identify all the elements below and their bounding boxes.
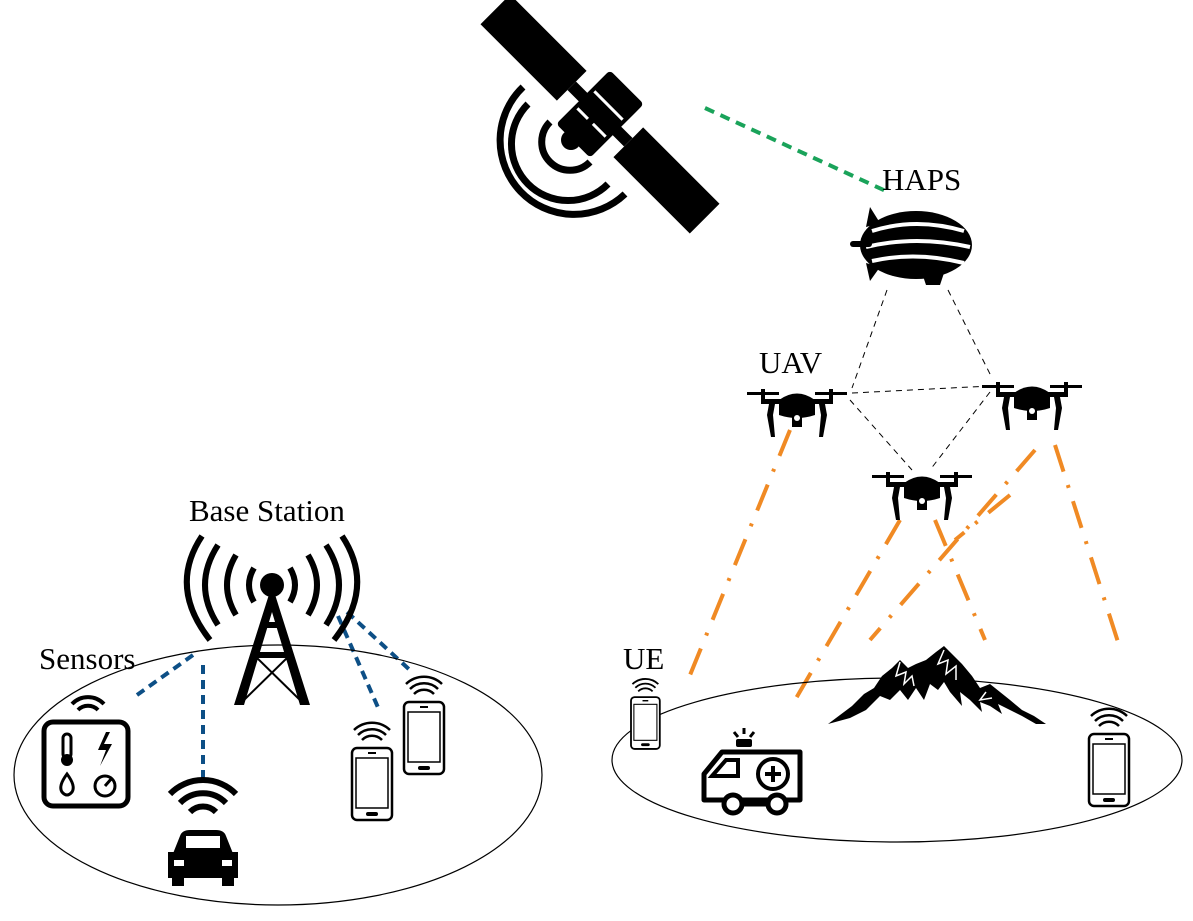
uav-ue-link-6 [953, 493, 1012, 542]
sensor-icon [41, 695, 131, 809]
uav-ue-link-2 [793, 518, 902, 702]
satellite-haps-link [704, 106, 889, 194]
connected-car-icon [167, 777, 239, 886]
ue-label: UE [623, 641, 665, 676]
uav-mesh-right [929, 391, 991, 471]
smartphone-icon [350, 721, 394, 822]
uav-ue-link-1 [686, 429, 792, 681]
smartphone-icon [1087, 707, 1131, 808]
uav-mesh-left [849, 399, 913, 471]
base-station-label: Base Station [189, 493, 345, 528]
links [135, 106, 1120, 782]
uav-ue-link-4 [868, 448, 1037, 642]
uav-ue-link-5 [1053, 444, 1120, 643]
smartphone-icon [630, 678, 661, 750]
haps-airship-icon [850, 207, 972, 285]
satellite-icon [480, 0, 720, 234]
drone-icon [872, 472, 972, 520]
haps-uav-link-right [947, 289, 993, 379]
uav-mesh-top [851, 385, 991, 394]
mountain-icon [828, 646, 1046, 724]
terrestrial-coverage-area [13, 644, 543, 906]
drone-icon [747, 389, 847, 437]
ambulance-icon [701, 728, 803, 816]
sensors-label: Sensors [39, 641, 136, 676]
drone-icon [982, 382, 1082, 430]
haps-label: HAPS [882, 162, 962, 197]
haps-uav-link-left [851, 289, 888, 389]
uav-label: UAV [759, 345, 823, 380]
cell-tower-icon [183, 534, 361, 705]
smartphone-icon [402, 675, 446, 776]
bs-phone-link-1 [336, 615, 382, 713]
bs-sensor-link [135, 653, 195, 697]
uav-ue-link-3 [933, 519, 987, 641]
